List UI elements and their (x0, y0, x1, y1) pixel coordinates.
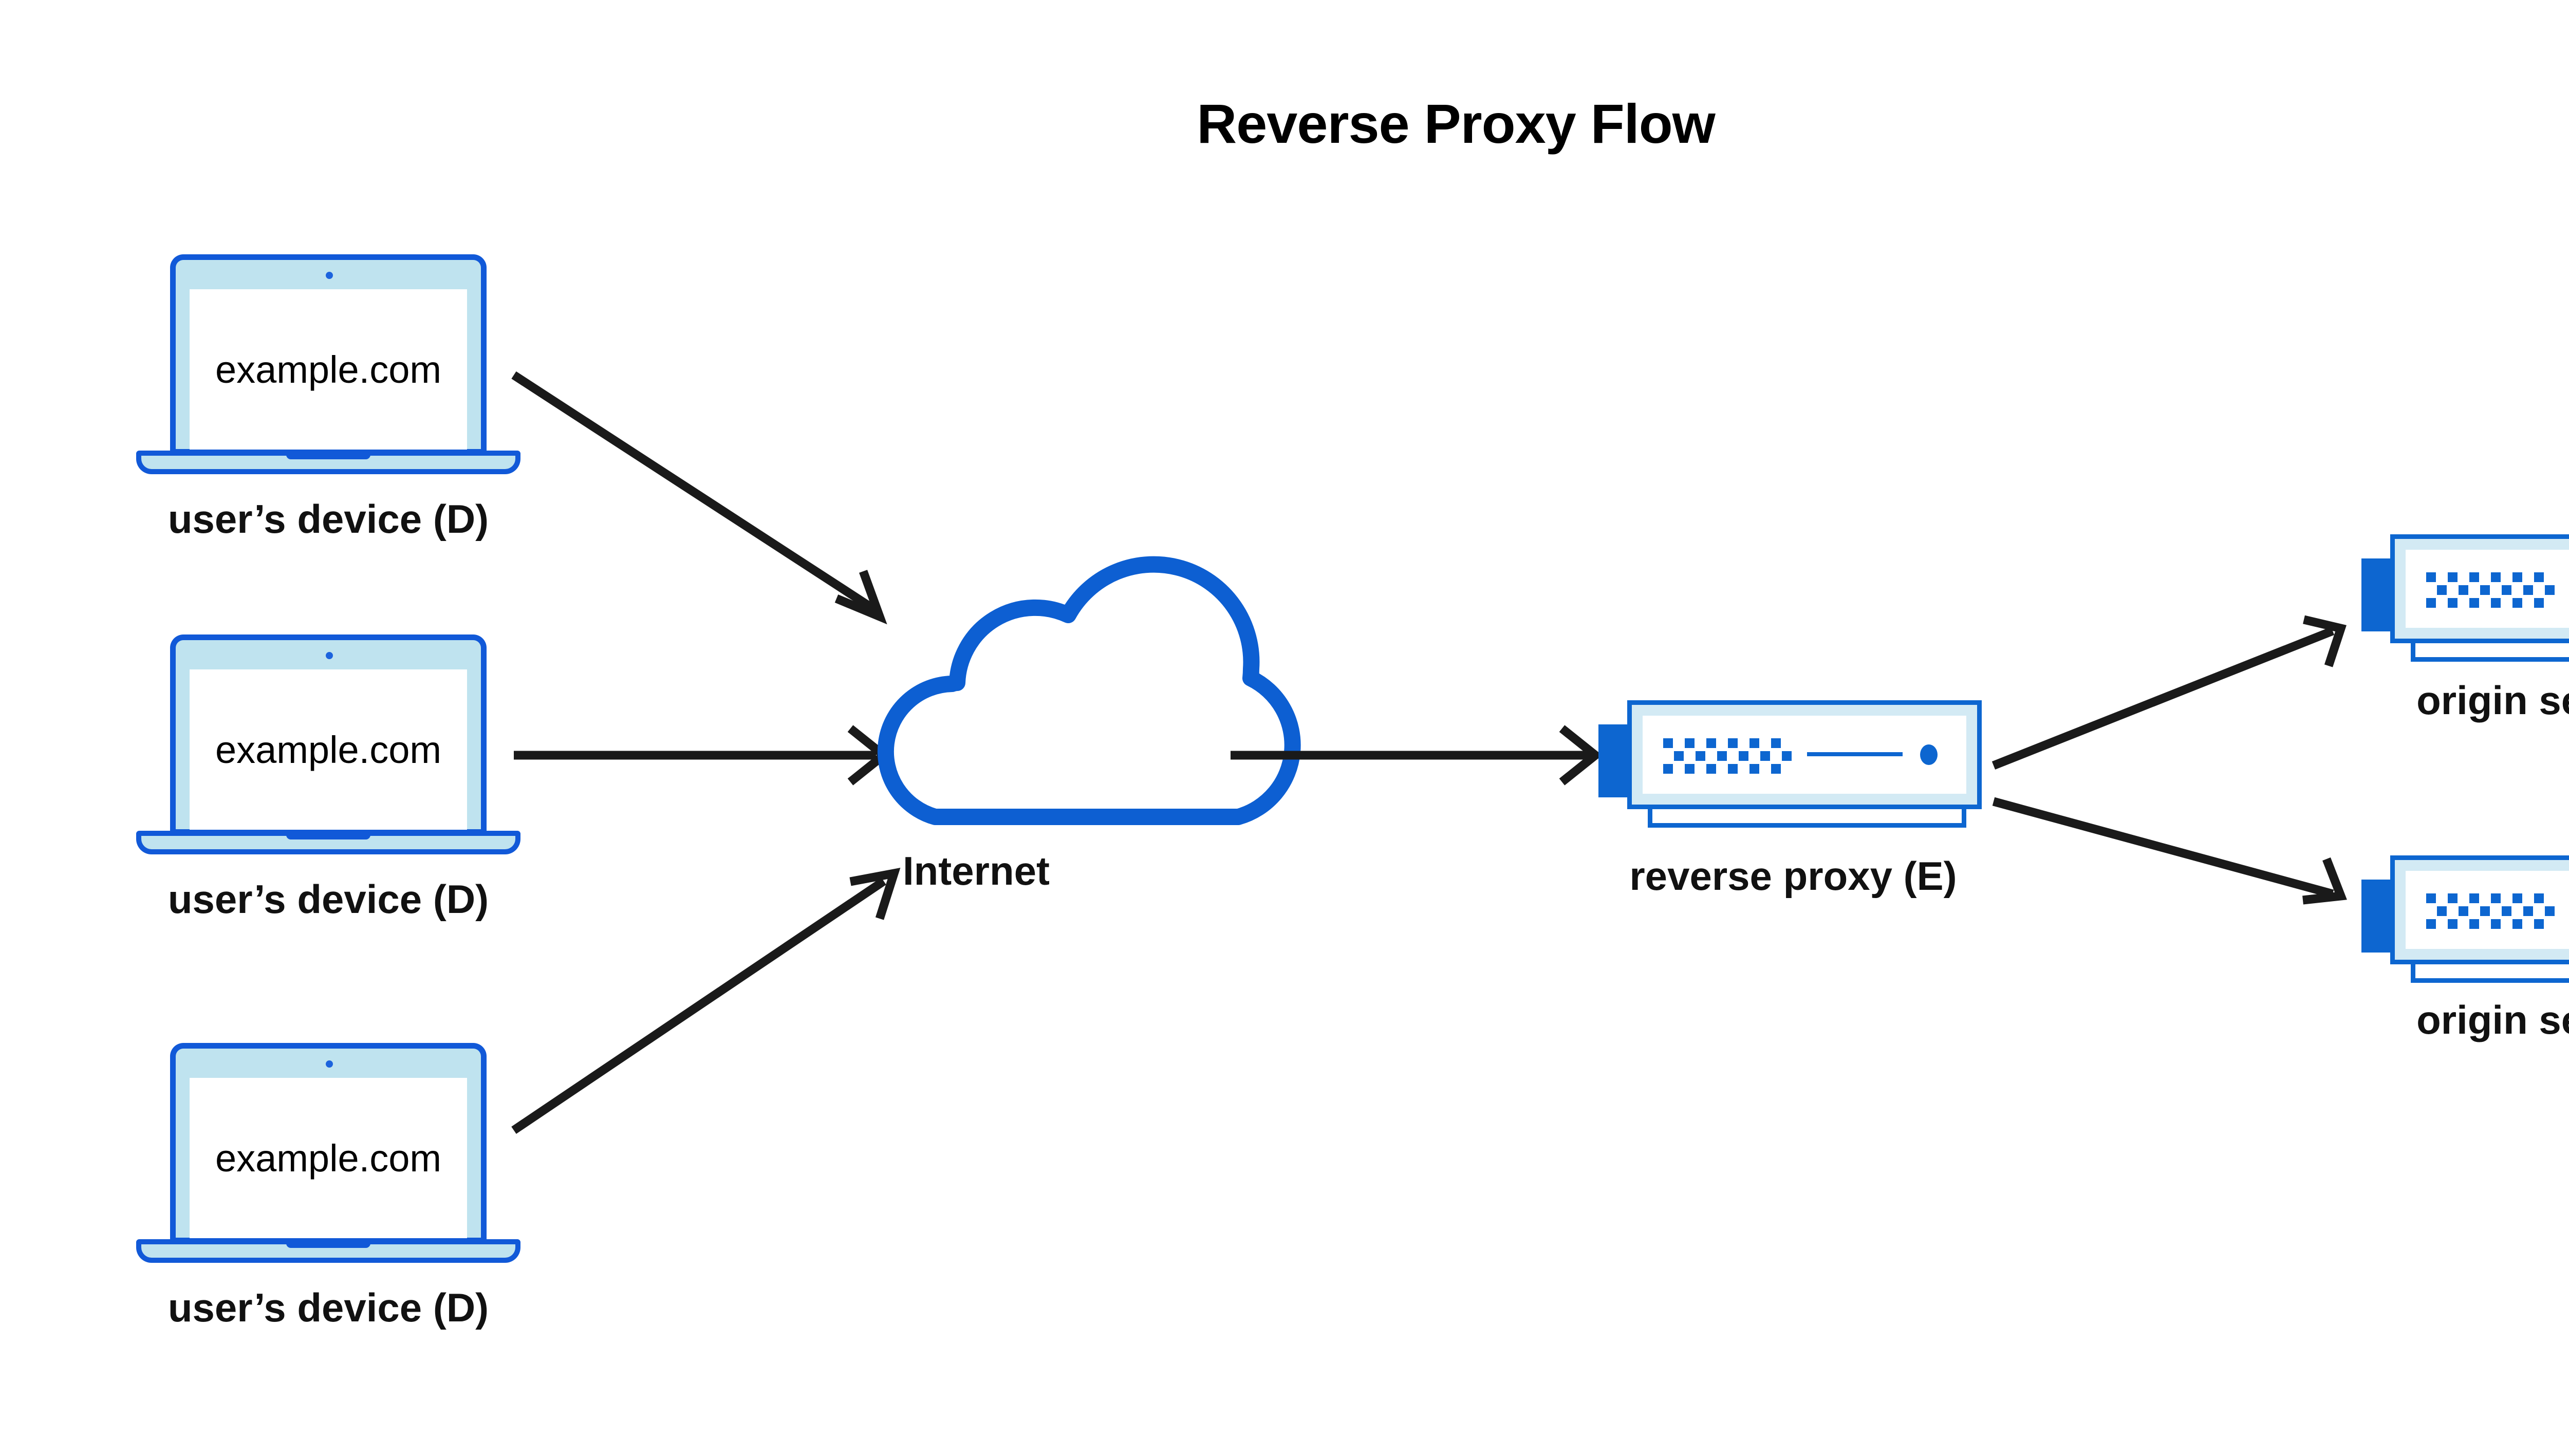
cloud-icon (877, 556, 1301, 825)
device-url-text: example.com (215, 1136, 442, 1180)
device-middle-label: user’s device (D) (167, 876, 489, 922)
origin-top-label: origin server (F) (2416, 678, 2569, 723)
server-status-line (1807, 752, 1903, 756)
arrow-proxy-to-origin-bottom (1992, 797, 2347, 905)
server-tab-right (2361, 880, 2379, 953)
arrow-proxy-to-origin-top (1991, 615, 2347, 770)
server-vent-grid (1663, 738, 1792, 774)
device-top-label: user’s device (D) (167, 496, 489, 542)
arrow-internet-to-proxy (1231, 725, 1603, 786)
laptop-screen (190, 289, 467, 450)
reverse-proxy-label: reverse proxy (E) (1629, 853, 1957, 899)
laptop-screen (190, 1078, 467, 1238)
arrow-device-middle-to-internet (514, 725, 891, 786)
server-vent-grid (2426, 572, 2555, 608)
origin-bottom-label: origin server (F) (2416, 997, 2569, 1042)
camera-dot-icon (326, 652, 333, 659)
server-shelf (1648, 807, 1966, 828)
device-bottom-label: user’s device (D) (167, 1285, 489, 1330)
internet-label: Internet (902, 848, 1050, 893)
camera-dot-icon (326, 272, 333, 279)
device-url-text: example.com (215, 728, 442, 771)
server-tab-right (2361, 558, 2379, 631)
server-tab-right (1598, 724, 1616, 797)
laptop-notch (286, 831, 370, 839)
camera-dot-icon (326, 1060, 333, 1068)
server-shelf (2411, 641, 2569, 662)
server-status-led (1920, 744, 1938, 765)
page-title: Reverse Proxy Flow (1197, 92, 1715, 155)
device-url-text: example.com (215, 348, 442, 391)
arrow-device-bottom-to-internet (511, 868, 901, 1134)
laptop-notch (286, 451, 370, 459)
server-shelf (2411, 962, 2569, 983)
arrow-device-top-to-internet (511, 371, 887, 625)
laptop-notch (286, 1239, 370, 1248)
laptop-screen (190, 669, 467, 830)
server-vent-grid (2426, 893, 2555, 929)
